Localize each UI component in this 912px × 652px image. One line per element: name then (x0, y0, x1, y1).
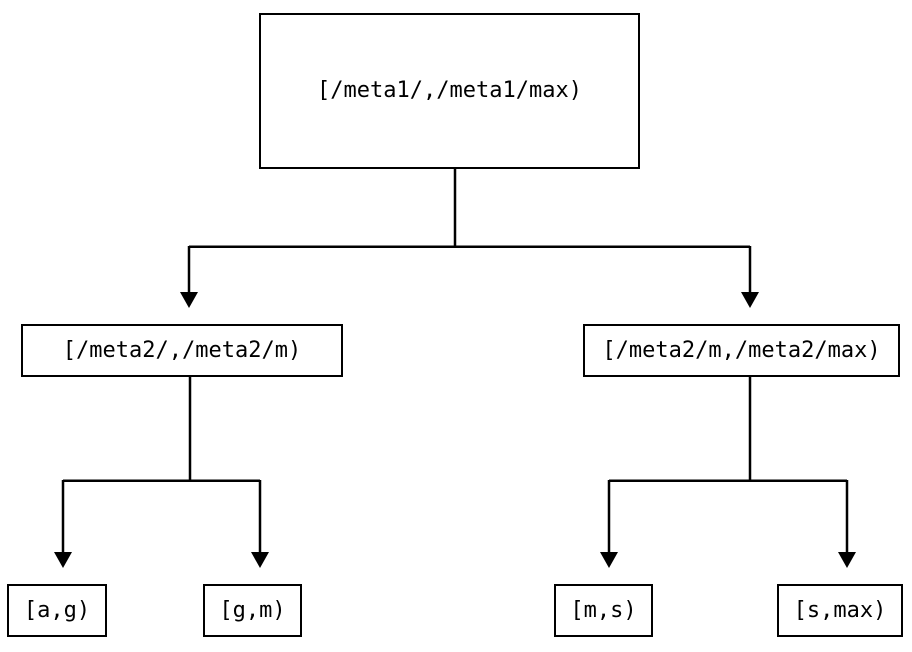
arrowhead-leaf-gm (251, 552, 269, 568)
arrowhead-left-mid (180, 292, 198, 308)
node-leaf-ms: [m,s) (554, 584, 653, 637)
edge-leftmid-to-leaves (54, 377, 269, 568)
node-right-child: [/meta2/m,/meta2/max) (583, 324, 900, 377)
arrowhead-leaf-ag (54, 552, 72, 568)
node-leaf-ag: [a,g) (7, 584, 107, 637)
node-root: [/meta1/,/meta1/max) (259, 13, 640, 169)
arrowhead-leaf-ms (600, 552, 618, 568)
edge-rightmid-to-leaves (600, 377, 856, 568)
edge-root-to-children (180, 169, 759, 308)
arrowhead-right-mid (741, 292, 759, 308)
node-leaf-gm: [g,m) (203, 584, 302, 637)
node-leaf-smax: [s,max) (777, 584, 903, 637)
node-left-child: [/meta2/,/meta2/m) (21, 324, 343, 377)
arrowhead-leaf-smax (838, 552, 856, 568)
